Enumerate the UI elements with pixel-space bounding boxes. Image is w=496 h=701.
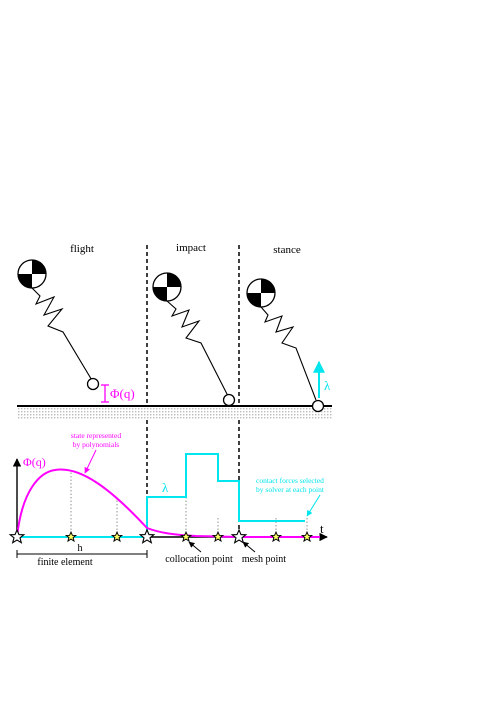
phase-label-impact: impact xyxy=(176,242,206,254)
state-annotation-arrow xyxy=(84,449,97,474)
mesh-point-star xyxy=(230,528,248,544)
collocation-point-star xyxy=(179,530,193,543)
spring-leg-flight xyxy=(31,287,94,383)
mesh-label-arrow xyxy=(242,541,256,553)
collocation-point-star xyxy=(110,530,124,543)
foot-flight xyxy=(86,377,100,391)
lambda-label-top: λ xyxy=(324,378,331,393)
contact-annotation-line2: by solver at each point xyxy=(256,485,325,494)
phi-label-plot: Φ(q) xyxy=(23,455,46,469)
element-width-label: h xyxy=(78,543,83,554)
finite-element-label: finite element xyxy=(37,557,92,568)
mass-icon xyxy=(152,272,182,302)
spring-leg-impact xyxy=(166,300,229,397)
collocation-label-arrow xyxy=(188,541,202,553)
phase-label-stance: stance xyxy=(273,244,301,256)
state-annotation-line1: state represented xyxy=(71,431,121,440)
mesh-point-star xyxy=(138,528,156,544)
mesh-points xyxy=(8,528,248,544)
gap-marker xyxy=(101,384,109,403)
robot-stance xyxy=(246,278,325,413)
state-annotation-line2: by polynomials xyxy=(73,440,120,449)
time-axis-label: t xyxy=(320,521,324,536)
mass-icon xyxy=(246,278,276,308)
mesh-point-label: mesh point xyxy=(242,554,286,565)
spring-leg-stance xyxy=(260,306,317,401)
phase-label-flight: flight xyxy=(70,243,94,255)
robot-impact xyxy=(152,272,236,407)
mesh-point-star xyxy=(8,528,26,544)
contact-force-trajectory xyxy=(17,453,305,538)
collocation-point-label: collocation point xyxy=(165,554,233,565)
contact-annotation-arrow xyxy=(306,494,321,517)
collocation-point-star xyxy=(300,530,314,543)
collocation-point-star xyxy=(211,530,225,543)
ground-hatch xyxy=(17,406,332,420)
phi-label-top: Φ(q) xyxy=(110,386,135,401)
robot-flight xyxy=(17,259,100,391)
state-trajectory xyxy=(16,468,320,538)
collocation-points xyxy=(64,530,314,543)
lambda-label-plot: λ xyxy=(162,480,169,495)
collocation-point-star xyxy=(269,530,283,543)
finite-element-bracket xyxy=(16,550,148,558)
mass-icon xyxy=(17,259,47,289)
contact-annotation-line1: contact forces selected xyxy=(256,476,324,485)
foot-impact xyxy=(222,393,236,407)
collocation-point-star xyxy=(64,530,78,543)
foot-stance xyxy=(311,399,325,413)
